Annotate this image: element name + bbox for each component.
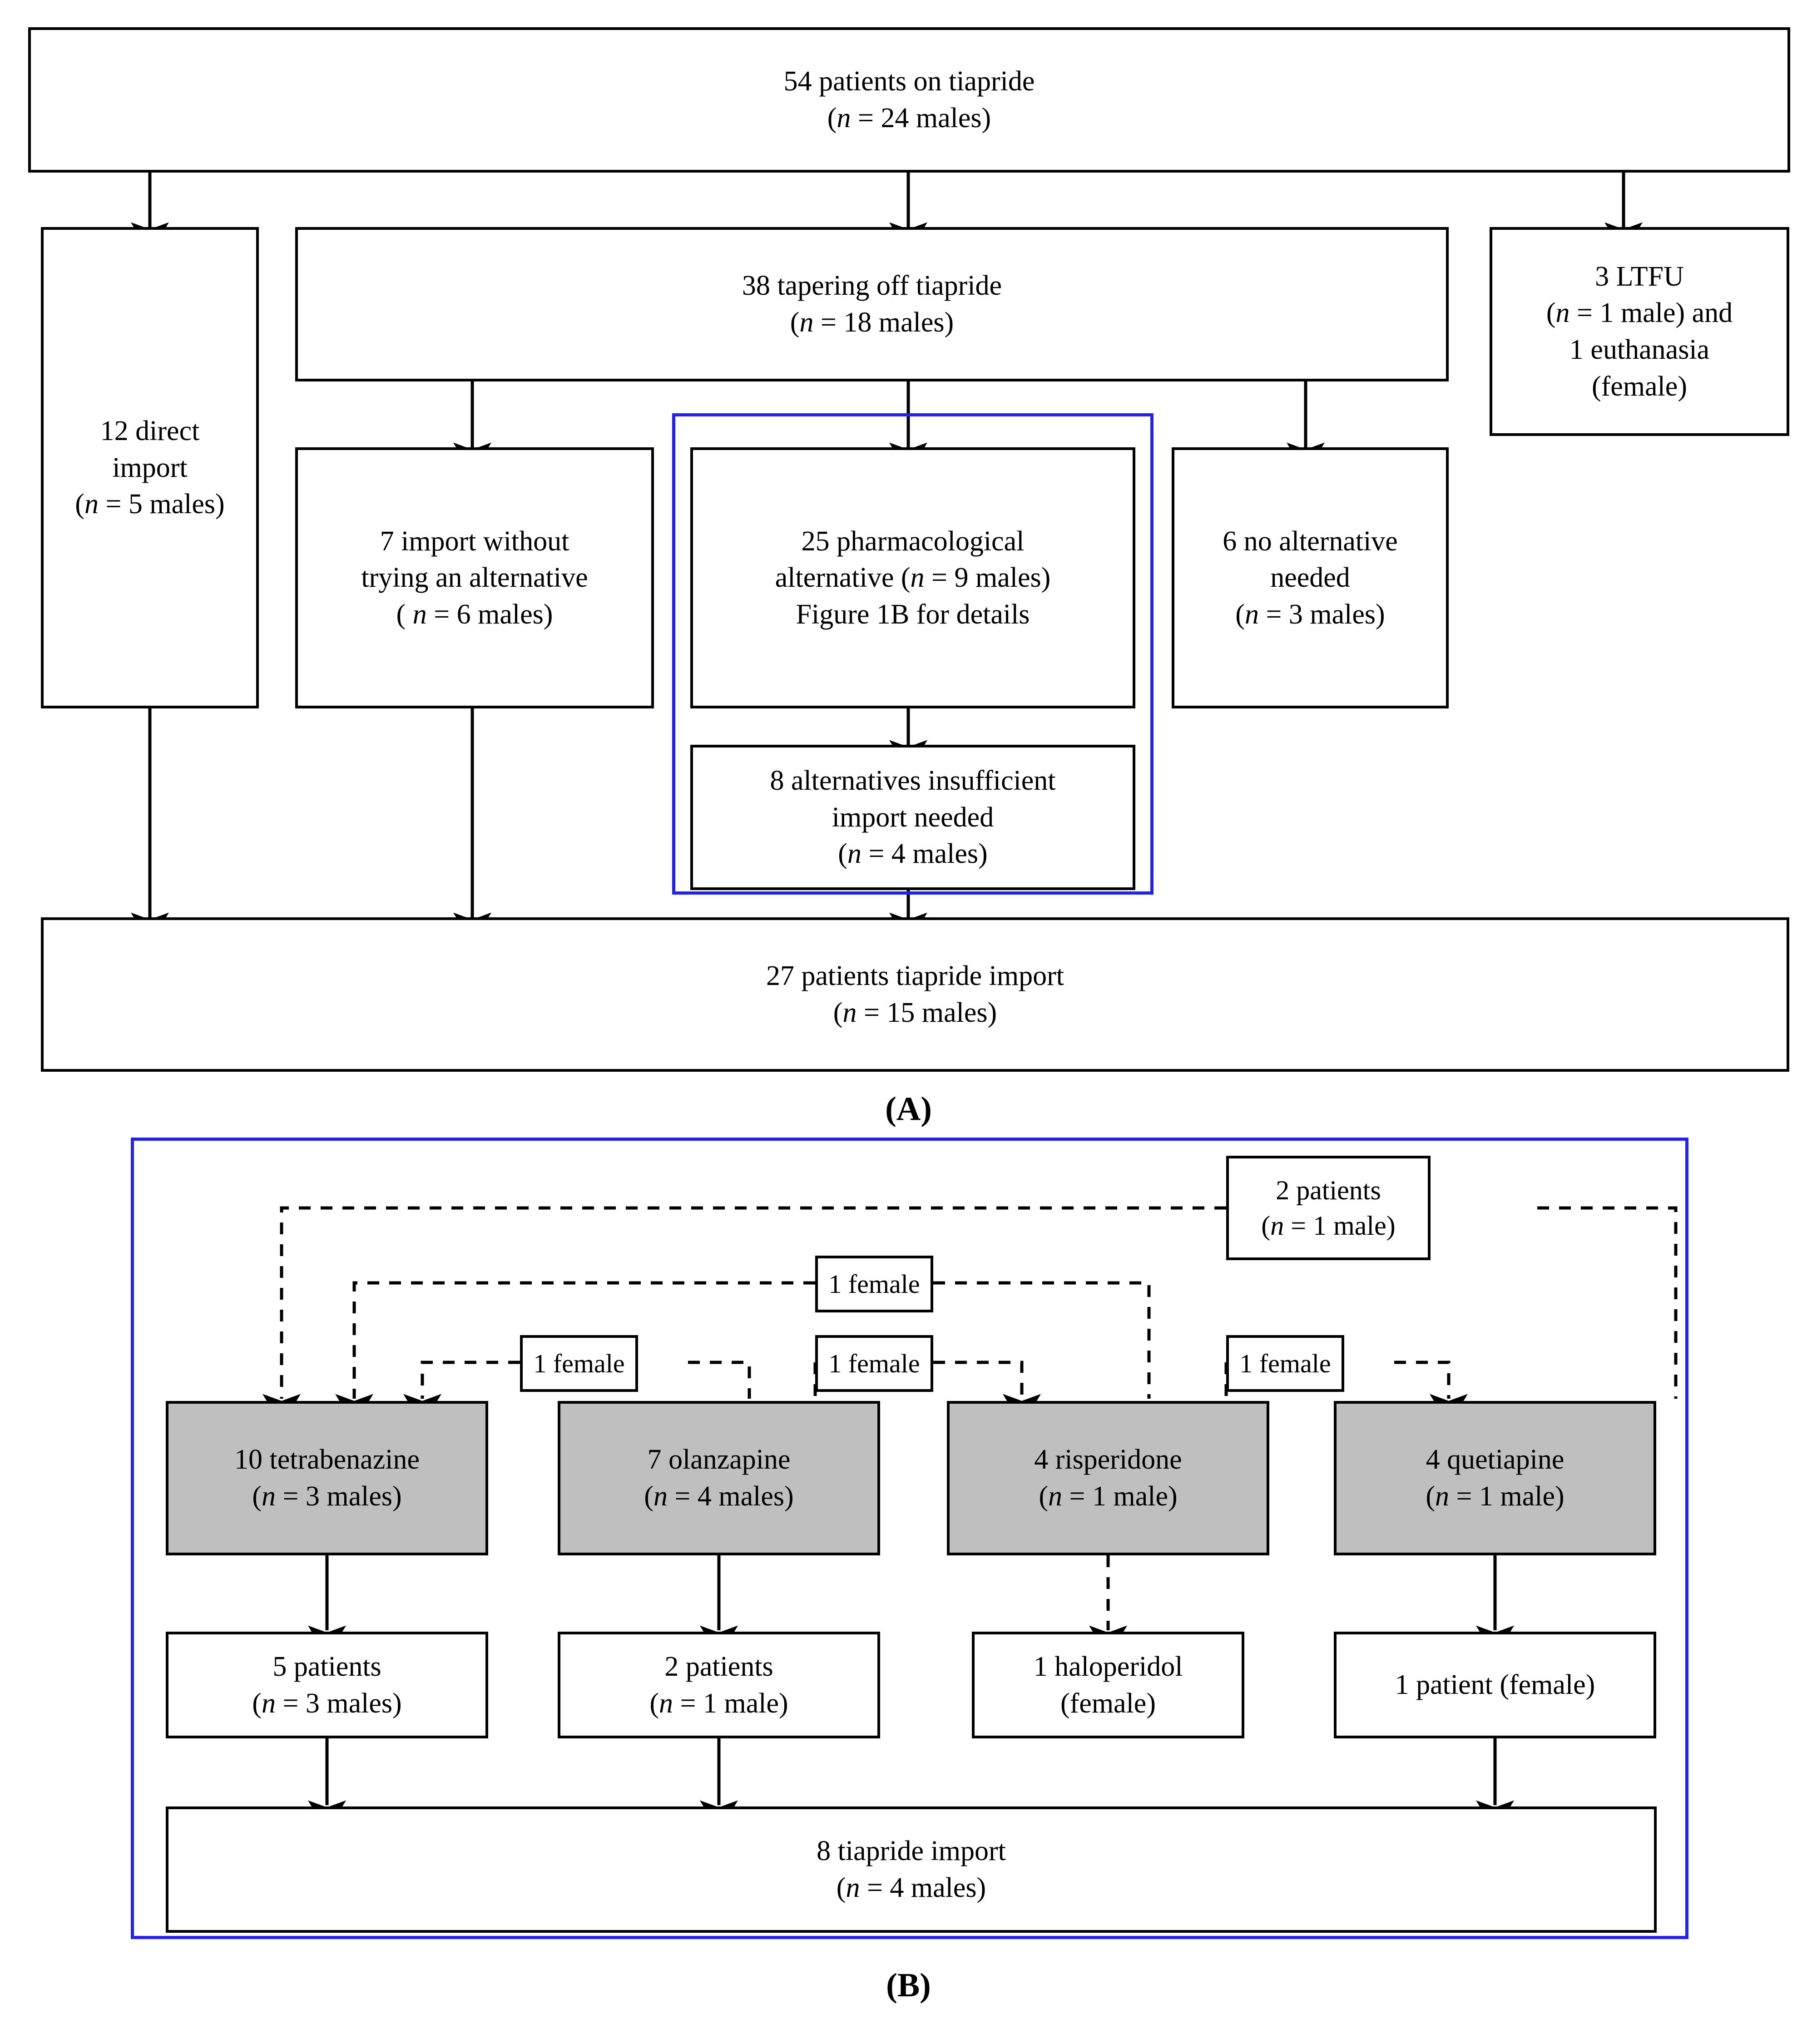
node-total-tiapride-import: 27 patients tiapride import (n = 15 male… <box>41 917 1789 1072</box>
node-direct-import-line1: 12 direct <box>100 416 200 447</box>
panel-a-highlight-group <box>672 413 1154 895</box>
node-direct-import-line3: (n = 5 males) <box>75 489 225 520</box>
node-tetrabenazine: 10 tetrabenazine (n = 3 males) <box>166 1401 488 1555</box>
node-root-line2: (n = 24 males) <box>827 103 991 134</box>
node-no-alt-needed-line2: needed <box>1270 562 1350 594</box>
node-import-no-alt-line2: trying an alternative <box>361 562 588 594</box>
node-total-import-line1: 27 patients tiapride import <box>766 960 1064 992</box>
node-ltfu-euthanasia: 3 LTFU (n = 1 male) and 1 euthanasia (fe… <box>1490 227 1789 436</box>
node-pharm-alt-line2: alternative (n = 9 males) <box>775 562 1051 594</box>
node-import-total-line2: (n = 4 males) <box>836 1872 986 1903</box>
node-alt-insufficient-line2: import needed <box>832 802 994 833</box>
node-tetrabenazine-line2: (n = 3 males) <box>252 1481 402 1512</box>
node-root-cohort: 54 patients on tiapride (n = 24 males) <box>28 27 1790 173</box>
node-olanzapine: 7 olanzapine (n = 4 males) <box>558 1401 880 1555</box>
node-quetiapine-outcome: 1 patient (female) <box>1334 1632 1656 1738</box>
node-ltfu-line3: 1 euthanasia <box>1569 334 1710 365</box>
node-two-patients-line2: (n = 1 male) <box>1261 1211 1396 1241</box>
node-olanzapine-line1: 7 olanzapine <box>647 1444 791 1475</box>
node-two-patients: 2 patients (n = 1 male) <box>1226 1156 1431 1260</box>
node-direct-import-line2: import <box>112 452 188 483</box>
node-olanz-out-line1: 2 patients <box>664 1651 773 1682</box>
node-ltfu-line2: (n = 1 male) and <box>1546 297 1733 329</box>
node-quetiapine-line1: 4 quetiapine <box>1426 1444 1565 1475</box>
node-female-left-label: 1 female <box>533 1348 625 1378</box>
node-haloperidol-line2: (female) <box>1060 1688 1156 1719</box>
node-total-import-line2: (n = 15 males) <box>833 997 997 1028</box>
node-two-patients-line1: 2 patients <box>1276 1175 1381 1205</box>
node-ltfu-line4: (female) <box>1592 371 1687 402</box>
node-root-line1: 54 patients on tiapride <box>783 66 1035 97</box>
node-olanzapine-outcome: 2 patients (n = 1 male) <box>558 1632 880 1738</box>
node-quet-out-line1: 1 patient (female) <box>1395 1669 1595 1701</box>
node-import-without-alternative: 7 import without trying an alternative (… <box>295 447 654 708</box>
node-tapering-line2: (n = 18 males) <box>790 307 954 338</box>
node-tetrabenazine-line1: 10 tetrabenazine <box>234 1444 420 1475</box>
node-ltfu-line1: 3 LTFU <box>1595 261 1684 292</box>
node-tetrabenazine-outcome: 5 patients (n = 3 males) <box>166 1632 488 1738</box>
node-female-middle: 1 female <box>815 1335 933 1392</box>
node-tapering-off: 38 tapering off tiapride (n = 18 males) <box>295 227 1449 381</box>
node-female-upper: 1 female <box>815 1256 933 1312</box>
node-female-left: 1 female <box>520 1335 638 1392</box>
node-risperidone-line1: 4 risperidone <box>1034 1444 1182 1475</box>
node-quetiapine: 4 quetiapine (n = 1 male) <box>1334 1401 1656 1555</box>
node-tetra-out-line1: 5 patients <box>272 1651 381 1682</box>
node-panel-b-import-total: 8 tiapride import (n = 4 males) <box>166 1806 1657 1933</box>
node-olanzapine-line2: (n = 4 males) <box>644 1481 794 1512</box>
node-female-right-label: 1 female <box>1239 1348 1331 1378</box>
panel-b-caption: (B) <box>886 1967 931 2004</box>
node-risperidone-line2: (n = 1 male) <box>1039 1481 1178 1512</box>
node-haloperidol: 1 haloperidol (female) <box>972 1632 1244 1738</box>
node-risperidone: 4 risperidone (n = 1 male) <box>947 1401 1269 1555</box>
node-direct-import: 12 direct import (n = 5 males) <box>41 227 259 708</box>
node-alternatives-insufficient: 8 alternatives insufficient import neede… <box>690 745 1135 890</box>
node-haloperidol-line1: 1 haloperidol <box>1033 1651 1183 1682</box>
panel-b-frame <box>131 1138 1688 1939</box>
node-no-alt-needed-line3: (n = 3 males) <box>1235 599 1385 630</box>
node-pharm-alt-line1: 25 pharmacological <box>801 525 1025 557</box>
node-quetiapine-line2: (n = 1 male) <box>1426 1481 1565 1512</box>
node-no-alt-needed-line1: 6 no alternative <box>1223 525 1398 557</box>
node-import-total-line1: 8 tiapride import <box>817 1836 1006 1867</box>
node-pharm-alt-line3: Figure 1B for details <box>796 599 1030 630</box>
node-no-alternative-needed: 6 no alternative needed (n = 3 males) <box>1172 447 1449 708</box>
node-alt-insufficient-line3: (n = 4 males) <box>838 838 988 870</box>
panel-a-caption: (A) <box>885 1090 932 1128</box>
node-female-upper-label: 1 female <box>828 1269 920 1299</box>
node-alt-insufficient-line1: 8 alternatives insufficient <box>770 765 1056 797</box>
node-tetra-out-line2: (n = 3 males) <box>252 1688 402 1719</box>
node-female-right: 1 female <box>1226 1335 1344 1392</box>
node-import-no-alt-line1: 7 import without <box>380 525 569 557</box>
node-female-middle-label: 1 female <box>828 1348 920 1378</box>
node-olanz-out-line2: (n = 1 male) <box>649 1688 788 1719</box>
node-tapering-line1: 38 tapering off tiapride <box>742 270 1002 302</box>
node-pharmacological-alternative: 25 pharmacological alternative (n = 9 ma… <box>690 447 1135 708</box>
node-import-no-alt-line3: ( n = 6 males) <box>396 599 553 630</box>
